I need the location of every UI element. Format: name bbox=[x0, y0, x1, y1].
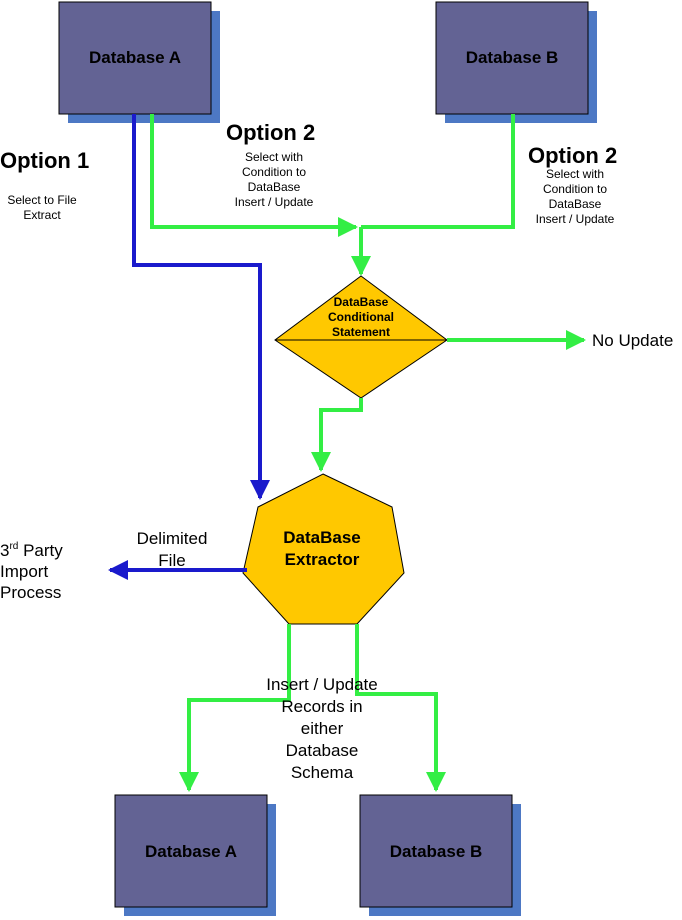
option2-left-desc-line1: Select with bbox=[245, 150, 303, 164]
option2-right-connector bbox=[361, 114, 515, 229]
option2-left-connector bbox=[150, 114, 358, 237]
insert-update-label-line3: either bbox=[301, 719, 344, 738]
option1-desc-line2: Extract bbox=[23, 208, 61, 222]
condition-to-extractor-connector bbox=[311, 398, 363, 472]
insert-update-label-line2: Records in bbox=[281, 697, 362, 716]
extractor-node: DataBase Extractor bbox=[242, 473, 405, 625]
option2-right-desc-line4: Insert / Update bbox=[536, 212, 615, 226]
database-a-top-box bbox=[58, 1, 212, 115]
insert-update-label-line4: Database bbox=[286, 741, 359, 760]
database-b-top-node: Database B bbox=[435, 1, 597, 123]
database-b-bottom-label: Database B bbox=[390, 842, 483, 861]
database-a-bottom-label: Database A bbox=[145, 842, 237, 861]
option2-right-title: Option 2 bbox=[528, 143, 617, 168]
delimited-file-label-line2: File bbox=[158, 551, 185, 570]
option2-left-desc-line2: Condition to bbox=[242, 165, 306, 179]
third-party-label-line2: Import bbox=[0, 562, 48, 581]
database-b-top-label: Database B bbox=[466, 48, 559, 67]
option1-title: Option 1 bbox=[0, 148, 89, 173]
option1-connector bbox=[132, 114, 270, 500]
condition-label-line3: Statement bbox=[332, 325, 390, 339]
extractor-to-database-a-connector bbox=[179, 624, 291, 792]
condition-label-line1: DataBase bbox=[334, 295, 389, 309]
extractor-heptagon bbox=[242, 473, 405, 625]
database-b-bottom-node: Database B bbox=[359, 794, 521, 916]
insert-update-label-line1: Insert / Update bbox=[266, 675, 378, 694]
option2-left-title: Option 2 bbox=[226, 120, 315, 145]
third-party-label-line3: Process bbox=[0, 583, 61, 602]
third-party-label-line1: 3rd Party bbox=[0, 541, 63, 560]
database-a-top-node: Database A bbox=[58, 1, 220, 123]
database-b-top-box bbox=[435, 1, 589, 115]
extractor-to-database-b-connector bbox=[355, 624, 446, 792]
option2-left-desc-line3: DataBase bbox=[248, 180, 301, 194]
extractor-label-line1: DataBase bbox=[283, 528, 361, 547]
option2-right-desc-line1: Select with bbox=[546, 167, 604, 181]
extractor-label-line2: Extractor bbox=[285, 550, 360, 569]
option1-desc-line1: Select to File bbox=[7, 193, 77, 207]
option2-right-desc-line2: Condition to bbox=[543, 182, 607, 196]
insert-update-label-line5: Schema bbox=[291, 763, 354, 782]
option2-left-desc-line4: Insert / Update bbox=[235, 195, 314, 209]
delimited-file-label-line1: Delimited bbox=[137, 529, 208, 548]
database-a-bottom-node: Database A bbox=[114, 794, 276, 916]
database-b-bottom-box bbox=[359, 794, 513, 908]
condition-label-line2: Conditional bbox=[328, 310, 394, 324]
database-a-bottom-box bbox=[114, 794, 268, 908]
condition-node: DataBase Conditional Statement bbox=[274, 275, 448, 399]
no-update-label: No Update bbox=[592, 331, 673, 350]
database-a-top-label: Database A bbox=[89, 48, 181, 67]
option2-right-desc-line3: DataBase bbox=[549, 197, 602, 211]
